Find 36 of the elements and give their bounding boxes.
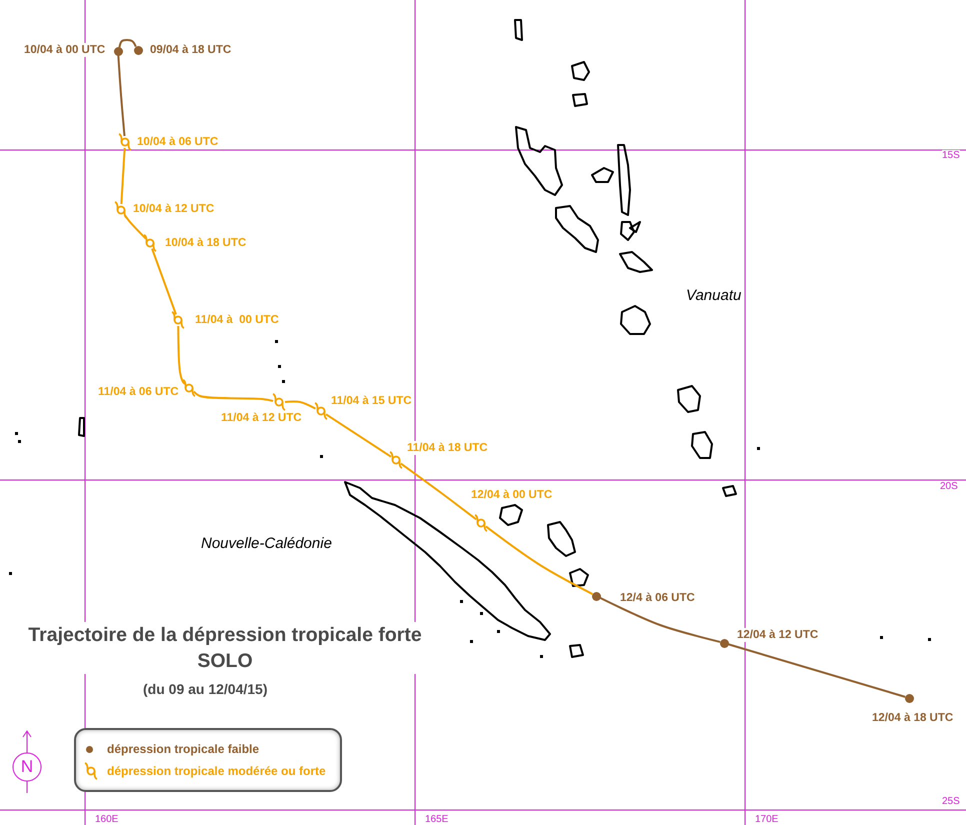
legend-label: dépression tropicale modérée ou forte bbox=[107, 764, 326, 778]
cyclone-track-marker bbox=[143, 234, 157, 252]
cyclone-track-marker bbox=[389, 451, 403, 469]
track-line bbox=[599, 596, 720, 643]
track-line bbox=[284, 400, 316, 410]
longitude-label: 160E bbox=[95, 814, 118, 825]
cyclone-track-marker bbox=[314, 402, 328, 420]
track-line bbox=[120, 148, 126, 204]
track-line bbox=[124, 214, 147, 240]
track-point-dot bbox=[904, 694, 914, 702]
track-line bbox=[118, 39, 137, 48]
longitude-label: 165E bbox=[425, 814, 448, 825]
track-line bbox=[400, 462, 477, 520]
longitude-label: 170E bbox=[755, 814, 778, 825]
date-range-caption: (du 09 au 12/04/15) bbox=[143, 681, 268, 697]
track-line bbox=[117, 54, 126, 136]
cyclone-track-marker bbox=[114, 201, 128, 219]
cyclone-track-marker bbox=[118, 133, 132, 151]
track-line bbox=[177, 326, 186, 385]
cyclone-track-marker bbox=[272, 393, 286, 411]
timestamp-label: 10/04 à 00 UTC bbox=[24, 43, 106, 57]
cyclone-track-marker bbox=[171, 311, 185, 329]
track-point-dot bbox=[134, 46, 142, 54]
track-line bbox=[193, 390, 274, 402]
track-point-dot bbox=[592, 592, 600, 600]
timestamp-label: 12/04 à 12 UTC bbox=[737, 628, 818, 642]
legend-label: dépression tropicale faible bbox=[107, 742, 260, 756]
track-point-dot bbox=[720, 638, 728, 648]
track-line bbox=[485, 526, 593, 595]
timestamp-label: 11/04 à 18 UTC bbox=[407, 441, 488, 455]
track-point-dot bbox=[114, 46, 122, 56]
track-line bbox=[728, 643, 906, 698]
cyclone-track-marker bbox=[474, 514, 488, 532]
track-line bbox=[325, 413, 392, 458]
track-line bbox=[151, 248, 177, 315]
cyclone-track-marker bbox=[182, 379, 196, 397]
